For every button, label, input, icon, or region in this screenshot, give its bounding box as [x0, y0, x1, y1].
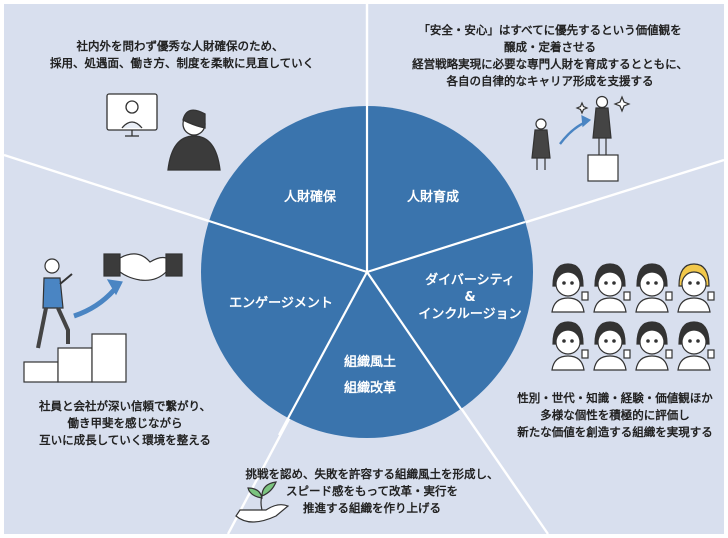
segment-label-culture-line: 組織風土 — [343, 355, 396, 370]
circle-divider-bottom-left — [278, 271, 368, 436]
segment-label-diversity-line: & — [464, 290, 476, 305]
segment-label-diversity-line: ダイバーシティ — [425, 273, 515, 288]
person-face-icon — [551, 263, 589, 313]
segment-label-engagement-text: エンゲージメント — [229, 296, 333, 311]
description-line: 採用、処遇面、働き方、制度を柔軟に見直していく — [50, 56, 315, 70]
description-line: スピード感をもって改革・実行を — [286, 484, 458, 498]
person-icon — [42, 277, 64, 309]
segment-label-develop: 人財育成 — [393, 186, 473, 205]
segment-label-culture: 組織風土 組織改革 — [320, 350, 420, 402]
segment-label-engagement: エンゲージメント — [214, 292, 348, 311]
circle-dividers — [208, 106, 526, 436]
description-line: 働き甲斐を感じながら — [67, 416, 183, 430]
career-growth-illustration — [531, 95, 631, 182]
description-line: 各自の自律的なキャリア形成を支援する — [446, 74, 654, 88]
description-line: 互いに成長していく環境を整える — [39, 433, 211, 447]
segment-label-develop-text: 人財育成 — [406, 190, 459, 205]
description-diversity: 性別・世代・知識・経験・価値観ほか 多様な個性を積極的に評価し 新たな価値を創造… — [508, 390, 722, 441]
person-face-icon — [593, 263, 631, 313]
stair-step — [91, 333, 127, 383]
sparkle-icon — [613, 95, 631, 113]
circle-divider-left — [208, 219, 368, 274]
stair-step — [23, 361, 59, 383]
description-line: 醸成・定着させる — [504, 40, 596, 54]
description-line: 社内外を問わず優秀な人財確保のため、 — [76, 39, 284, 53]
circle-divider-bottom-right — [366, 271, 462, 410]
hand-icon — [235, 504, 290, 523]
podium-icon — [587, 154, 619, 182]
segment-label-culture-line: 組織改革 — [343, 381, 396, 396]
person-face-icon — [551, 321, 589, 371]
handshake-stairs-illustration — [23, 253, 183, 383]
person-face-icon — [677, 263, 715, 313]
leaf-icon — [247, 487, 263, 499]
description-line: 経営戦略実現に必要な専門人財を育成するとともに、 — [412, 57, 688, 71]
arrow-icon — [73, 288, 116, 319]
sparkle-icon — [575, 101, 589, 115]
description-line: 性別・世代・知識・経験・価値観ほか — [517, 391, 713, 405]
description-line: 挑戦を認め、失敗を許容する組織風土を形成し、 — [245, 467, 499, 481]
description-line: 社員と会社が深い信頼で繋がり、 — [38, 399, 212, 413]
description-line: 推進する組織を作り上げる — [303, 501, 441, 515]
circle-divider-right — [366, 220, 526, 274]
description-line: 新たな価値を創造する組織を実現する — [517, 425, 713, 439]
sprout-in-hand-illustration — [235, 481, 290, 523]
description-culture: 挑戦を認め、失敗を許容する組織風土を形成し、 スピード感をもって改革・実行を 推… — [232, 466, 512, 517]
description-line: 「安全・安心」はすべてに優先するという価値観を — [418, 23, 682, 37]
description-recruit: 社内外を問わず優秀な人財確保のため、 採用、処遇面、働き方、制度を柔軟に見直して… — [50, 38, 315, 72]
handshake-icon — [119, 253, 167, 281]
segment-label-recruit: 人財確保 — [270, 186, 350, 205]
segment-label-recruit-text: 人財確保 — [283, 190, 336, 205]
person-face-icon — [593, 321, 631, 371]
person-face-icon — [635, 263, 673, 313]
description-line: 多様な個性を積極的に評価し — [540, 408, 690, 422]
description-develop: 「安全・安心」はすべてに優先するという価値観を 醸成・定着させる 経営戦略実現に… — [400, 22, 700, 90]
leaf-icon — [261, 481, 277, 497]
online-interview-illustration — [106, 93, 221, 171]
description-engagement: 社員と会社が深い信頼で繋がり、 働き甲斐を感じながら 互いに成長していく環境を整… — [22, 398, 228, 449]
person-icon — [167, 135, 221, 171]
diverse-people-illustration — [551, 263, 715, 371]
segment-label-diversity-line: インクルージョン — [418, 307, 522, 322]
person-face-icon — [635, 321, 673, 371]
person-face-icon — [677, 321, 715, 371]
stair-step — [57, 347, 93, 383]
segment-label-diversity: ダイバーシティ & インクルージョン — [405, 272, 535, 323]
